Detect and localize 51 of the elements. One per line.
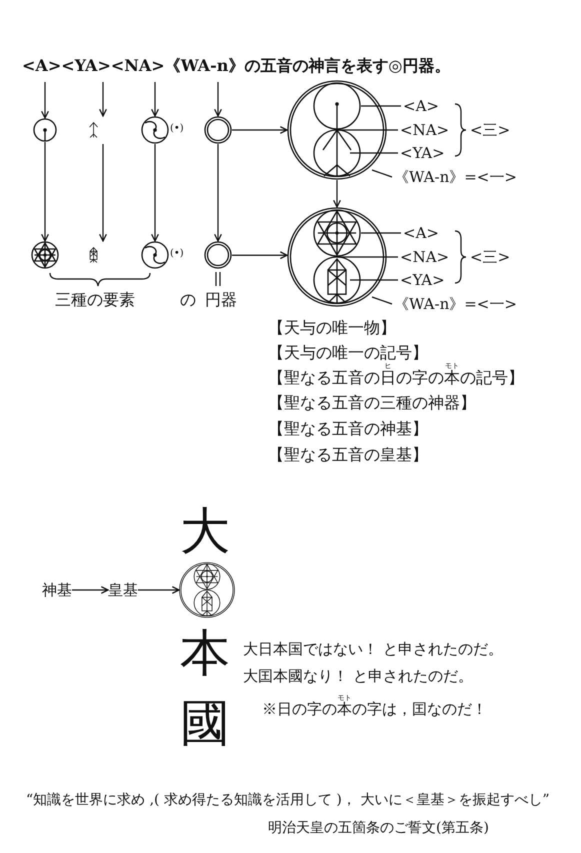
arrow — [99, 82, 107, 117]
leader-line — [361, 232, 401, 234]
leader-line — [372, 169, 392, 178]
leader-label: <NA> — [400, 248, 450, 266]
arrow — [232, 251, 288, 260]
large-character: 國 — [180, 693, 230, 754]
text-line: 円器 — [205, 290, 237, 310]
leader-label: 神基 — [42, 581, 72, 599]
leader-label: <A> — [403, 224, 439, 242]
text-line: 【聖なる五音の皇基】 — [268, 445, 428, 465]
arrow — [41, 82, 49, 119]
leader-line — [372, 296, 392, 305]
arrow — [333, 180, 341, 208]
large-character: 本 — [180, 623, 230, 684]
bracket-label: <三> — [470, 121, 510, 140]
text-line: 三種の要素 — [55, 290, 135, 310]
text-line: 【聖なる五音の日の字の本の記号】 — [268, 368, 524, 388]
arrow — [151, 82, 159, 117]
arrow — [99, 144, 107, 242]
leader-label: <NA> — [400, 121, 450, 139]
leader-label: <A> — [403, 97, 439, 115]
text-line: 【聖なる五音の三種の神器】 — [268, 393, 476, 413]
leader-line — [361, 105, 401, 107]
large-character: 大 — [180, 501, 230, 562]
dot-note: (•) — [170, 248, 184, 260]
leader-line — [350, 152, 398, 154]
leader-label: 《WA-n》=<一> — [394, 168, 517, 186]
arrow — [232, 126, 288, 134]
leader-label: 皇基 — [108, 581, 138, 599]
text-line: 【聖なる五音の神基】 — [268, 419, 428, 439]
arrow — [214, 144, 222, 242]
text-line: 【天与の唯一物】 — [268, 318, 396, 338]
leader-line — [350, 279, 398, 281]
leader-label: <YA> — [400, 271, 445, 289]
dot-note: (•) — [170, 123, 184, 135]
leader-label: <YA> — [400, 144, 445, 162]
text-line: 【天与の唯一の記号】 — [268, 343, 428, 363]
arrow — [151, 144, 159, 242]
text-line: “知識を世界に求め ,( 求め得たる知識を活用して )， 大いに＜皇基＞を振起すべし” — [26, 791, 550, 810]
text-line: 大日本国ではない！ と申されたのだ。 — [243, 640, 503, 659]
arrow — [138, 586, 180, 594]
arrow — [72, 586, 109, 594]
title: <A><YA><NA>《WA-n》の五音の神言を表す◎円器。 — [22, 56, 450, 76]
text-line: 大囯本國なり！ と申されたのだ。 — [243, 667, 473, 686]
text-line: ※日の字の本の字は，囯なのだ！ — [262, 700, 487, 719]
leader-label: 《WA-n》=<一> — [394, 295, 517, 313]
bracket-label: <三> — [470, 248, 510, 267]
text-line: 明治天皇の五箇条のご誓文(第五条) — [268, 819, 489, 837]
arrow — [41, 142, 49, 242]
arrow — [214, 82, 222, 117]
text-line: の — [180, 290, 196, 310]
